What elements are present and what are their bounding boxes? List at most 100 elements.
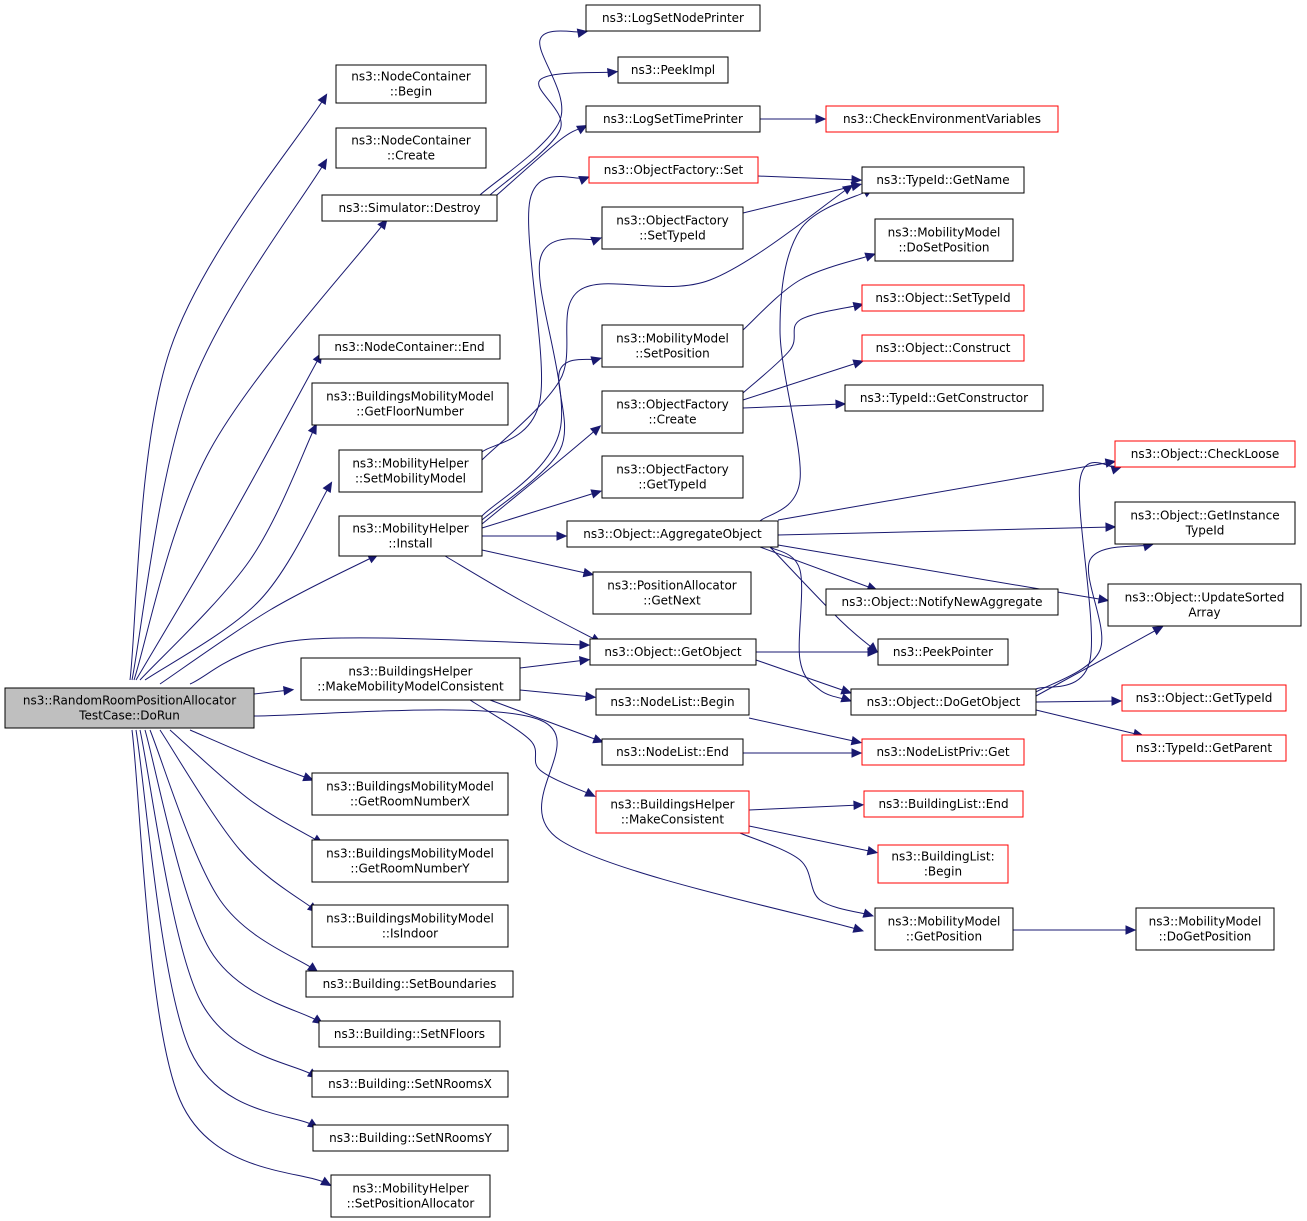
node-mh_setmm[interactable]: ns3::MobilityHelper::SetMobilityModel [338, 449, 483, 493]
node-b_bounds[interactable]: ns3::Building::SetBoundaries [305, 970, 514, 998]
edge-root-to-mh_setpa [131, 729, 332, 1187]
node-label: ns3::Object::GetTypeId [1136, 691, 1273, 705]
node-bl_end[interactable]: ns3::BuildingList::End [863, 790, 1024, 818]
node-label: ns3::MobilityModel [888, 915, 1001, 929]
node-label: ns3::Object::DoGetObject [867, 695, 1021, 709]
node-mm_getpos[interactable]: ns3::MobilityModel::GetPosition [874, 907, 1014, 951]
edge-obj_dogetobject-to-obj_update [1035, 625, 1164, 697]
node-obj_checkloose[interactable]: ns3::Object::CheckLoose [1114, 440, 1296, 468]
node-obj_gettypeid[interactable]: ns3::Object::GetTypeId [1121, 684, 1287, 712]
node-of_settype[interactable]: ns3::ObjectFactory::SetTypeId [601, 206, 744, 250]
node-mm_dogetpos[interactable]: ns3::MobilityModel::DoGetPosition [1135, 907, 1275, 951]
node-nc_end[interactable]: ns3::NodeContainer::End [318, 334, 501, 360]
node-label: TestCase::DoRun [78, 709, 180, 723]
node-log_time[interactable]: ns3::LogSetTimePrinter [585, 105, 761, 133]
node-bl_begin[interactable]: ns3::BuildingList::Begin [877, 844, 1009, 884]
node-mm_setpos[interactable]: ns3::MobilityModel::SetPosition [601, 324, 744, 368]
edge-root-to-nc_create [131, 158, 328, 681]
node-label: ns3::Object::NotifyNewAggregate [842, 595, 1043, 609]
node-bmm_roomy[interactable]: ns3::BuildingsMobilityModel::GetRoomNumb… [311, 839, 509, 883]
edge-root-to-bh_mmmc [253, 685, 295, 696]
node-mh_install[interactable]: ns3::MobilityHelper::Install [338, 515, 483, 557]
edge-root-to-bmm_roomx [189, 729, 314, 782]
node-obj_notify[interactable]: ns3::Object::NotifyNewAggregate [825, 588, 1059, 616]
node-label: ns3::ObjectFactory::Set [604, 163, 744, 177]
node-tid_getname[interactable]: ns3::TypeId::GetName [861, 166, 1025, 194]
node-label: ns3::NodeContainer::End [334, 340, 484, 354]
node-of_gettype[interactable]: ns3::ObjectFactory::GetTypeId [601, 455, 744, 499]
node-bh_mc[interactable]: ns3::BuildingsHelper::MakeConsistent [595, 790, 750, 834]
node-obj_dogetobject[interactable]: ns3::Object::DoGetObject [850, 688, 1037, 716]
edge-obj_dogetobject-to-obj_gettypeid [1035, 696, 1123, 706]
node-label: ns3::Simulator::Destroy [338, 201, 480, 215]
node-obj_settype[interactable]: ns3::Object::SetTypeId [861, 284, 1025, 312]
edge-sim_destroy-to-peekimpl [489, 67, 619, 196]
node-label: ::Create [649, 413, 697, 427]
node-label: ns3::TypeId::GetConstructor [860, 391, 1028, 405]
node-label: ns3::BuildingsMobilityModel [326, 780, 494, 794]
node-obj_construct[interactable]: ns3::Object::Construct [861, 334, 1025, 362]
node-label: ns3::MobilityModel [616, 332, 729, 346]
node-label: ns3::BuildingsMobilityModel [326, 912, 494, 926]
edge-of_create-to-obj_settype [742, 301, 865, 394]
node-label: ns3::LogSetTimePrinter [603, 112, 743, 126]
node-label: ns3::Object::SetTypeId [875, 291, 1010, 305]
node-b_nfloors[interactable]: ns3::Building::SetNFloors [318, 1020, 501, 1048]
edge-mh_install-to-of_gettype [481, 489, 603, 529]
node-obj_getobject[interactable]: ns3::Object::GetObject [589, 638, 757, 666]
node-nl_end[interactable]: ns3::NodeList::End [601, 738, 744, 766]
node-log_node[interactable]: ns3::LogSetNodePrinter [585, 4, 761, 32]
node-label: ::SetPositionAllocator [347, 1197, 475, 1211]
node-label: ns3::TypeId::GetParent [1136, 741, 1272, 755]
node-mm_dosetpos[interactable]: ns3::MobilityModel::DoSetPosition [874, 218, 1014, 262]
node-label: ::GetTypeId [638, 478, 706, 492]
node-label: ns3::CheckEnvironmentVariables [843, 112, 1041, 126]
node-root[interactable]: ns3::RandomRoomPositionAllocatorTestCase… [4, 687, 255, 729]
edge-root-to-mh_setmm [144, 481, 333, 681]
node-bh_mmmc[interactable]: ns3::BuildingsHelper::MakeMobilityModelC… [300, 657, 521, 701]
node-nc_create[interactable]: ns3::NodeContainer::Create [335, 127, 487, 169]
node-peekpointer[interactable]: ns3::PeekPointer [877, 638, 1009, 666]
node-label: ::SetMobilityModel [355, 472, 466, 486]
node-label: ns3::Object::AggregateObject [583, 527, 762, 541]
node-sim_destroy[interactable]: ns3::Simulator::Destroy [321, 194, 498, 222]
node-label: ns3::Object::UpdateSorted [1125, 591, 1285, 605]
node-label: ns3::ObjectFactory [616, 398, 729, 412]
node-peekimpl[interactable]: ns3::PeekImpl [617, 56, 729, 84]
node-nlp_get[interactable]: ns3::NodeListPriv::Get [861, 738, 1025, 766]
node-bmm_indoor[interactable]: ns3::BuildingsMobilityModel::IsIndoor [311, 904, 509, 948]
node-check_env[interactable]: ns3::CheckEnvironmentVariables [825, 105, 1059, 133]
node-tid_getctor[interactable]: ns3::TypeId::GetConstructor [844, 384, 1044, 412]
node-of_set[interactable]: ns3::ObjectFactory::Set [588, 156, 759, 184]
node-obj_aggregate[interactable]: ns3::Object::AggregateObject [566, 520, 779, 548]
node-label: ::GetFloorNumber [356, 405, 464, 419]
node-mh_setpa[interactable]: ns3::MobilityHelper::SetPositionAllocato… [330, 1174, 491, 1218]
node-nc_begin[interactable]: ns3::NodeContainer::Begin [335, 64, 487, 104]
edge-mh_install-to-obj_aggregate [482, 531, 568, 541]
edge-bh_mmmc-to-nl_end [489, 699, 604, 744]
edge-mh_install-to-obj_getobject [444, 555, 602, 643]
node-label: ::GetRoomNumberX [350, 795, 470, 809]
node-pa_getnext[interactable]: ns3::PositionAllocator::GetNext [592, 571, 752, 615]
node-bmm_roomx[interactable]: ns3::BuildingsMobilityModel::GetRoomNumb… [311, 772, 509, 816]
node-b_nroomsx[interactable]: ns3::Building::SetNRoomsX [311, 1070, 509, 1098]
node-of_create[interactable]: ns3::ObjectFactory::Create [601, 390, 744, 434]
node-label: ::Begin [390, 85, 432, 99]
edge-mh_install-to-pa_getnext [481, 549, 595, 578]
edge-of_create-to-tid_getctor [742, 399, 847, 410]
node-label: ns3::NodeListPriv::Get [876, 745, 1009, 759]
node-label: ::SetPosition [635, 347, 710, 361]
node-label: ns3::Object::GetInstance [1130, 509, 1279, 523]
edge-bh_mc-to-bl_end [748, 800, 865, 811]
node-label: ::MakeConsistent [621, 813, 725, 827]
edge-root-to-mm_getpos [253, 709, 865, 933]
node-nl_begin[interactable]: ns3::NodeList::Begin [595, 688, 750, 716]
node-b_nroomsy[interactable]: ns3::Building::SetNRoomsY [312, 1124, 509, 1152]
node-tid_getparent[interactable]: ns3::TypeId::GetParent [1121, 734, 1287, 762]
node-label: ns3::Object::CheckLoose [1131, 447, 1279, 461]
node-bmm_floor[interactable]: ns3::BuildingsMobilityModel::GetFloorNum… [311, 382, 509, 426]
edge-of_create-to-obj_construct [742, 359, 865, 401]
